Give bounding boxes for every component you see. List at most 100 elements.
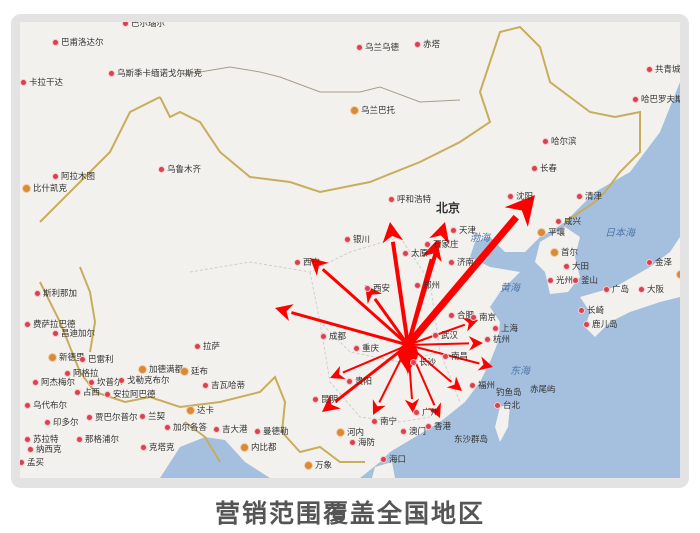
city-label[interactable]: 巴尔瑙尔 (122, 22, 165, 29)
city-label[interactable]: 昆明 (312, 395, 338, 405)
city-label[interactable]: 天津 (450, 226, 476, 236)
city-label[interactable]: 南宁 (371, 417, 397, 427)
city-label[interactable]: 兰契 (139, 412, 165, 422)
city-label[interactable]: 巴雷利 (79, 355, 114, 365)
city-label[interactable]: 苏拉特 (24, 435, 59, 445)
city-label[interactable]: 鹿儿岛 (583, 320, 618, 330)
city-label[interactable]: 河内 (336, 428, 364, 438)
city-label[interactable]: 乌兰巴托 (350, 106, 395, 116)
city-label[interactable]: 沈阳 (507, 192, 533, 202)
city-label[interactable]: 阿拉木图 (52, 172, 95, 182)
city-label[interactable]: 阿杰梅尔 (32, 378, 75, 388)
city-label[interactable]: 昌迪加尔 (52, 329, 95, 339)
city-label[interactable]: 阿格拉 (64, 369, 99, 379)
city-label[interactable]: 广州 (413, 408, 439, 418)
city-label[interactable]: 清津 (576, 192, 602, 202)
city-label[interactable]: 哈巴罗夫斯克（伯力） (632, 95, 680, 105)
city-label[interactable]: 斯利那加 (34, 289, 77, 299)
city-label[interactable]: 哈尔滨 (542, 137, 577, 147)
city-label[interactable]: 香港 (425, 422, 451, 432)
city-label[interactable]: 内比都 (240, 443, 277, 453)
city-dot-icon (194, 343, 201, 350)
city-label[interactable]: 新德里 (48, 353, 85, 363)
city-label[interactable]: 上海 (492, 324, 518, 334)
city-label[interactable]: 巴甫洛达尔 (52, 38, 104, 48)
city-label[interactable]: 西宁 (294, 258, 320, 268)
city-label[interactable]: 克塔克 (140, 443, 175, 453)
city-label[interactable]: 银川 (344, 235, 370, 245)
city-label[interactable]: 合肥 (448, 311, 474, 321)
city-label[interactable]: 比什凯克 (22, 184, 67, 194)
city-label[interactable]: 钓鱼岛 (496, 388, 522, 398)
city-label[interactable]: 成都 (320, 332, 346, 342)
city-label[interactable]: 平壤 (537, 228, 565, 238)
city-label[interactable]: 广岛 (603, 285, 629, 295)
city-label[interactable]: 安拉阿巴德 (104, 390, 156, 400)
city-label[interactable]: 东京 (676, 270, 680, 280)
city-label[interactable]: 纳西克 (27, 445, 62, 455)
city-label[interactable]: 戈勒克布尔 (118, 376, 170, 386)
city-label[interactable]: 长春 (531, 164, 557, 174)
city-label[interactable]: 南昌 (442, 352, 468, 362)
city-label[interactable]: 拉萨 (194, 342, 220, 352)
city-label[interactable]: 济南 (448, 258, 474, 268)
city-label[interactable]: 西安 (364, 284, 390, 294)
city-label[interactable]: 福州 (469, 381, 495, 391)
city-name: 鹿儿岛 (592, 320, 618, 330)
city-label[interactable]: 坎普尔 (88, 378, 123, 388)
city-label[interactable]: 共青城 (646, 65, 680, 75)
city-label[interactable]: 太原 (402, 249, 428, 259)
map-pin-icon[interactable] (398, 344, 418, 376)
city-label[interactable]: 占西 (74, 388, 100, 398)
city-label[interactable]: 海防 (349, 438, 375, 448)
city-label[interactable]: 呼和浩特 (388, 195, 431, 205)
city-label[interactable]: 加尔各答 (164, 423, 207, 433)
city-label[interactable]: 大阪 (638, 285, 664, 295)
city-label[interactable]: 澳门 (400, 427, 426, 437)
city-label[interactable]: 武汉 (432, 331, 458, 341)
city-label[interactable]: 乌兰乌德 (356, 43, 399, 53)
city-label[interactable]: 孟买 (20, 458, 44, 468)
city-label[interactable]: 曼德勒 (254, 427, 289, 437)
city-label[interactable]: 费萨拉巴德 (24, 320, 76, 330)
city-label[interactable]: 赤尾屿 (530, 385, 556, 395)
city-label[interactable]: 光州 (547, 276, 573, 286)
city-label[interactable]: 吉瓦哈蒂 (202, 381, 245, 391)
city-label[interactable]: 杭州 (484, 335, 510, 345)
city-label[interactable]: 重庆 (353, 344, 379, 354)
city-label[interactable]: 达卡 (186, 406, 214, 416)
city-label[interactable]: 那格浦尔 (76, 435, 119, 445)
city-label[interactable]: 印多尔 (44, 418, 79, 428)
city-name: 沈阳 (516, 192, 534, 202)
city-label[interactable]: 乌斯季卡缅诺戈尔斯克 (108, 69, 202, 79)
city-label[interactable]: 乌鲁木齐 (158, 165, 201, 175)
city-label[interactable]: 咸兴 (555, 217, 581, 227)
city-label[interactable]: 海口 (380, 455, 406, 465)
city-label[interactable]: 郑州 (414, 281, 440, 291)
city-label[interactable]: 台北 (494, 401, 520, 411)
city-name: 阿拉木图 (61, 172, 96, 182)
city-label[interactable]: 北京 (436, 202, 460, 214)
city-label[interactable]: 釜山 (572, 276, 598, 286)
city-label[interactable]: 廷布 (180, 367, 208, 377)
china-map[interactable]: 巴尔瑙尔巴甫洛达尔乌斯季卡缅诺戈尔斯克卡拉干达阿拉木图比什凯克乌鲁木齐乌兰乌德赤… (20, 22, 680, 478)
city-label[interactable]: 长崎 (578, 306, 604, 316)
city-label[interactable]: 卡拉干达 (20, 78, 63, 88)
city-dot-icon (294, 259, 301, 266)
city-label[interactable]: 吉大港 (213, 425, 248, 435)
city-label[interactable]: 万象 (304, 461, 332, 471)
city-label[interactable]: 加德满都 (138, 365, 183, 375)
city-label[interactable]: 首尔 (550, 248, 578, 258)
city-label[interactable]: 南京 (470, 313, 496, 323)
city-label[interactable]: 贵阳 (346, 377, 372, 387)
city-label[interactable]: 长沙 (410, 358, 436, 368)
city-label[interactable]: 大田 (563, 262, 589, 272)
city-label[interactable]: 金泽 (646, 258, 672, 268)
city-label[interactable]: 贾巴尔普尔 (86, 413, 138, 423)
city-label[interactable]: 东沙群岛 (454, 435, 488, 445)
city-label[interactable]: 石家庄 (424, 240, 459, 250)
city-label[interactable]: 赤塔 (414, 40, 440, 50)
city-dot-icon (32, 379, 39, 386)
city-dot-icon (414, 41, 421, 48)
city-label[interactable]: 乌代布尔 (24, 401, 67, 411)
